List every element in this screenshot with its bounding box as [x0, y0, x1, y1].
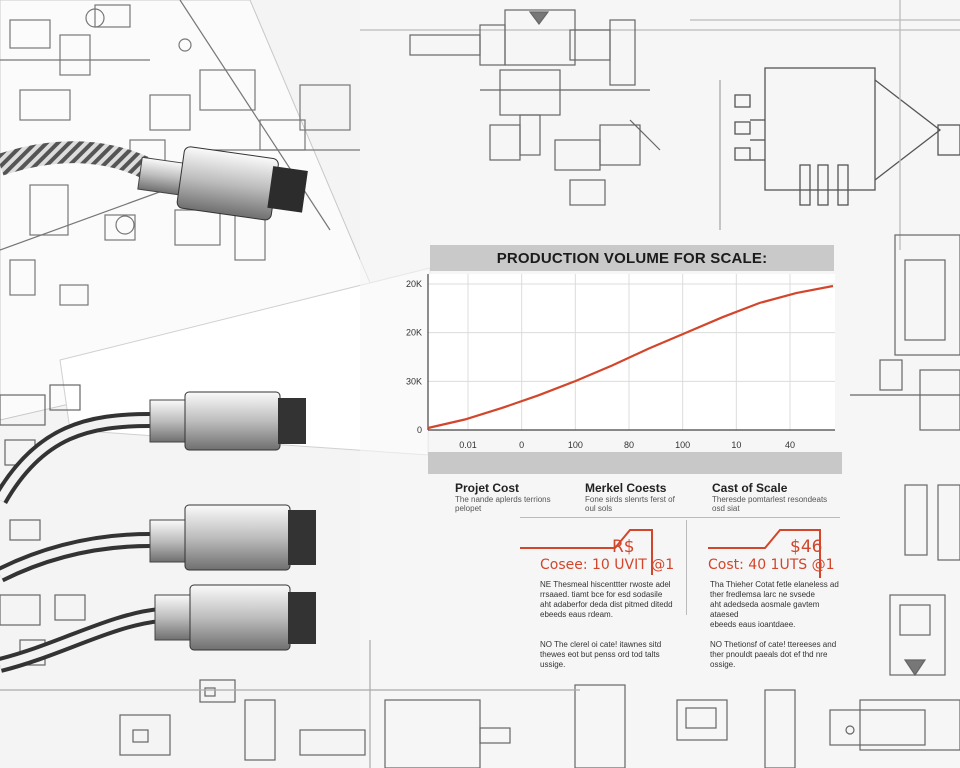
section-sub: oul sols	[585, 504, 613, 513]
y-tick-label: 20K	[406, 328, 422, 338]
para-line: ebeeds eaus rdeam.	[540, 610, 613, 619]
para-line: ther fredlemsa larc ne svsede	[710, 590, 815, 599]
x-tick-label: 80	[624, 440, 634, 450]
section-sub: osd siat	[712, 504, 740, 513]
circuit-board-icon	[690, 0, 960, 250]
x-tick-label: 100	[568, 440, 583, 450]
y-tick-label: 30K	[406, 376, 422, 386]
paragraph-right-bottom: NO Thetionsf of cate! ttereeses and ther…	[710, 640, 850, 670]
braided-cable-icon	[0, 141, 308, 221]
x-tick-label: 40	[785, 440, 795, 450]
para-line: Tha Thieher Cotat fetle elaneless ad	[710, 580, 839, 589]
paragraph-right-top: Tha Thieher Cotat fetle elaneless ad the…	[710, 580, 850, 630]
x-tick-label: 0.01	[459, 440, 477, 450]
series-line	[427, 284, 834, 430]
cost-line-right: Cost: 40 1UTS @1	[708, 557, 835, 573]
para-line: ussige.	[540, 660, 566, 669]
section-title: Projet Cost	[455, 481, 520, 495]
para-line: aht adaberfor deda dist pitmed ditedd	[540, 600, 673, 609]
x-tick-label: 10	[731, 440, 741, 450]
cost-amount-left: R$	[612, 537, 635, 557]
schematic-drawing-icon	[0, 0, 360, 306]
cost-box-outline-left	[520, 529, 653, 575]
para-line: NO The clerel oi cate! itawnes sitd	[540, 640, 662, 649]
section-project-cost: Projet Cost The nande aplerds terrions p…	[455, 481, 565, 513]
para-line: ebeeds eaus ioantdaee.	[710, 620, 796, 629]
section-sub: Fone sirds slenrts ferst of	[585, 495, 675, 504]
section-sub: pelopet	[455, 504, 482, 513]
section-market-costs: Merkel Coests Fone sirds slenrts ferst o…	[585, 481, 695, 513]
section-title: Cast of Scale	[712, 481, 788, 495]
line-chart: 0 30K 20K 20K 0.01 0 100 80 100 10 40	[406, 274, 835, 450]
paragraph-left-bottom: NO The clerel oi cate! itawnes sitd thew…	[540, 640, 680, 670]
plot-area	[428, 274, 835, 430]
section-sub: The nande aplerds terrions	[455, 495, 551, 504]
para-line: NO Thetionsf of cate! ttereeses and	[710, 640, 837, 649]
y-tick-label: 0	[417, 425, 422, 435]
para-line: ther pnouldt paeals dot ef thd nre	[710, 650, 828, 659]
para-line: aht adedseda aosmale gavtem ataesed	[710, 600, 820, 619]
y-tick-label: 20K	[406, 279, 422, 289]
connector-plug-icon	[360, 9, 960, 206]
x-tick-label: 100	[675, 440, 690, 450]
section-title: Merkel Coests	[585, 481, 667, 495]
para-line: ossige.	[710, 660, 736, 669]
divider	[520, 517, 840, 518]
section-sub: Theresde pomtarlest resondeats	[712, 495, 828, 504]
paragraph-left-top: NE Thesmeal hiscenttter rwoste adel rrsa…	[540, 580, 680, 620]
para-line: NE Thesmeal hiscenttter rwoste adel	[540, 580, 671, 589]
para-line: thewes eot but penss ord tod talts	[540, 650, 660, 659]
cost-box-outline-right	[708, 529, 821, 578]
chart-footer-bar	[428, 452, 842, 474]
x-tick-label: 0	[519, 440, 524, 450]
divider	[686, 520, 687, 615]
section-cost-of-scale: Cast of Scale Theresde pomtarlest resond…	[712, 481, 832, 513]
chart-title: PRODUCTION VOLUME FOR SCALE:	[430, 245, 834, 271]
para-line: rrsaaed. tiamt bce for esd sodasile	[540, 590, 663, 599]
cost-amount-right: $46	[790, 537, 823, 557]
cost-line-left: Cosee: 10 UVIT @1	[540, 557, 675, 573]
